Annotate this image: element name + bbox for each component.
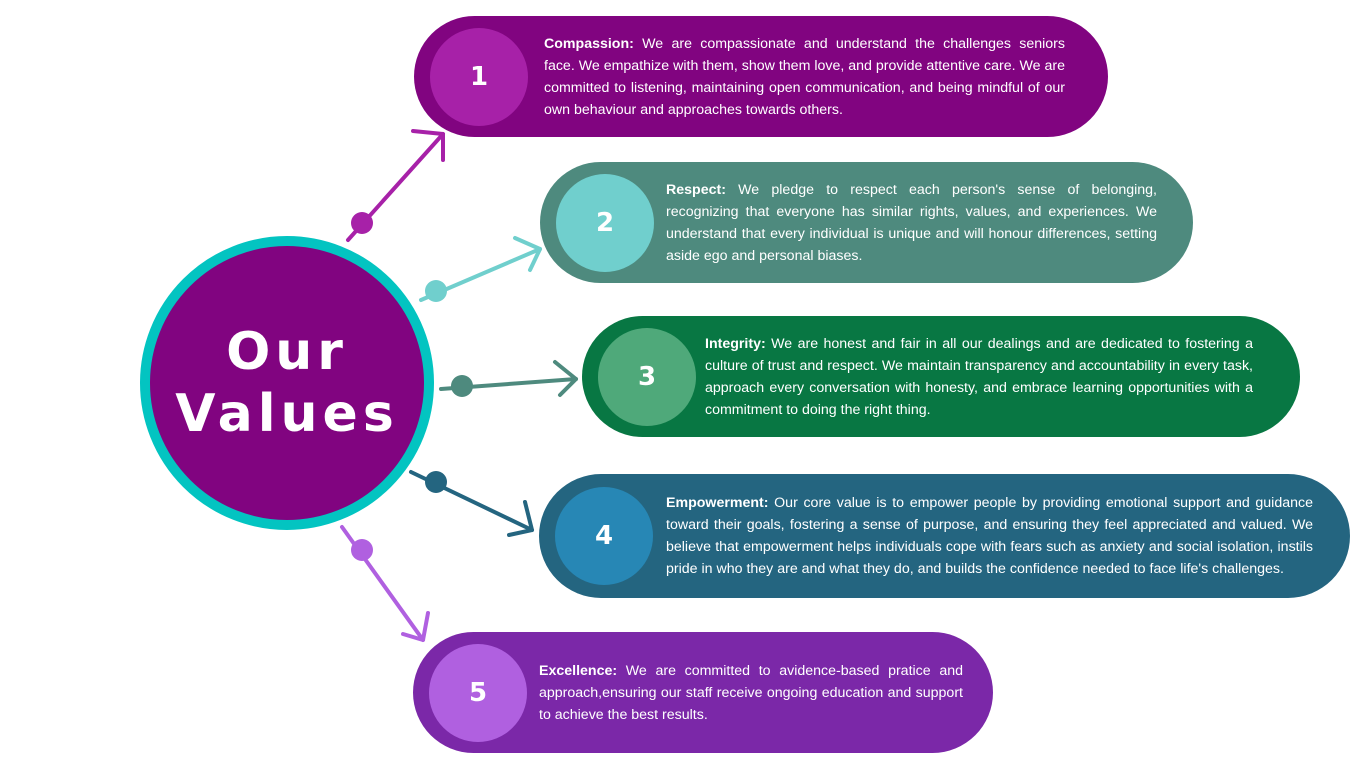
value-card-excellence: 5 Excellence: We are committed to aviden… (413, 632, 993, 753)
arrow-1 (346, 129, 445, 242)
arrow-5-head (401, 611, 430, 642)
arrow-1-head (411, 129, 445, 162)
arrow-3-head (553, 360, 578, 397)
value-number-badge: 3 (598, 327, 696, 426)
value-text: We pledge to respect each person's sense… (666, 181, 1157, 264)
arrow-2-head (513, 236, 542, 272)
value-card-empowerment: 4 Empowerment: Our core value is to empo… (539, 474, 1350, 598)
hub-title-line-2: Values (175, 384, 399, 444)
value-card-compassion: 1 Compassion: We are compassionate and u… (414, 16, 1108, 137)
value-text: We are committed to avidence-based prati… (539, 662, 963, 723)
value-number-badge: 5 (429, 643, 527, 742)
value-text: We are compassionate and understand the … (544, 35, 1065, 118)
value-number-badge: 1 (430, 27, 528, 126)
value-number-badge: 4 (555, 487, 653, 585)
value-description: Empowerment: Our core value is to empowe… (666, 492, 1313, 580)
arrow-3-dot (451, 375, 473, 397)
our-values-hub: Our Values (140, 236, 434, 530)
arrow-5 (340, 525, 430, 642)
hub-title-line-1: Our (226, 322, 348, 382)
arrow-4 (409, 470, 534, 537)
value-number-badge: 2 (556, 173, 654, 272)
value-description: Excellence: We are committed to avidence… (539, 660, 963, 726)
value-title: Integrity: (705, 335, 766, 352)
value-title: Empowerment: (666, 495, 769, 511)
arrow-5-dot (351, 539, 373, 561)
value-description: Respect: We pledge to respect each perso… (666, 179, 1157, 267)
value-description: Compassion: We are compassionate and und… (544, 33, 1065, 121)
arrow-2 (419, 236, 542, 302)
value-text: Our core value is to empower people by p… (666, 495, 1313, 577)
arrow-3 (439, 360, 578, 397)
arrow-4-dot (425, 471, 447, 493)
arrow-4-head (507, 500, 534, 537)
arrow-1-dot (351, 212, 373, 234)
value-card-respect: 2 Respect: We pledge to respect each per… (540, 162, 1193, 283)
value-description: Integrity: We are honest and fair in all… (705, 333, 1253, 421)
arrow-2-dot (425, 280, 447, 302)
value-title: Respect: (666, 181, 726, 198)
value-title: Compassion: (544, 35, 634, 52)
value-title: Excellence: (539, 662, 618, 679)
value-text: We are honest and fair in all our dealin… (705, 335, 1253, 418)
value-card-integrity: 3 Integrity: We are honest and fair in a… (582, 316, 1300, 437)
